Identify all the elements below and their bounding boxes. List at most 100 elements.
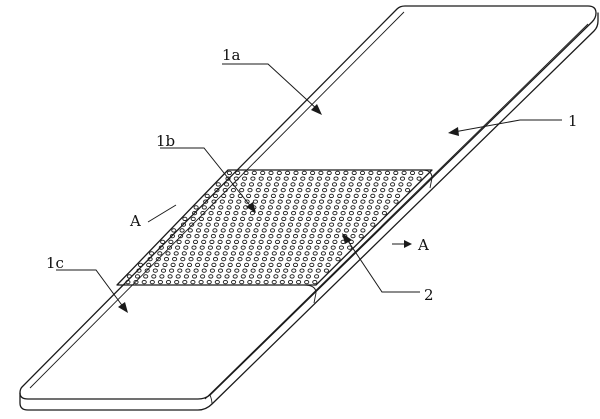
- perforation-hole: [187, 228, 193, 233]
- perforation-hole: [416, 176, 422, 181]
- perforation-hole: [355, 216, 361, 222]
- perforation-hole: [265, 274, 271, 279]
- perforation-hole: [271, 279, 277, 285]
- perforation-hole: [243, 233, 249, 239]
- perforation-hole: [365, 182, 371, 187]
- arrow-1: [448, 127, 459, 136]
- perforation-hole: [242, 239, 248, 245]
- perforation-hole: [301, 170, 307, 176]
- perforation-hole: [331, 182, 338, 187]
- perforation-hole: [362, 222, 368, 227]
- perforation-hole: [212, 228, 218, 233]
- perforation-hole: [325, 233, 331, 239]
- perforation-hole: [268, 170, 274, 176]
- perforation-hole: [260, 262, 266, 268]
- perforation-hole: [234, 205, 240, 210]
- perforation-hole: [350, 233, 356, 239]
- perforation-hole: [293, 170, 299, 176]
- perforation-hole: [399, 176, 406, 181]
- patch-bottom-edge: [303, 284, 317, 304]
- perforation-hole: [268, 233, 274, 239]
- perforation-hole: [401, 170, 407, 176]
- perforation-hole: [386, 193, 392, 199]
- perforation-hole: [281, 216, 287, 222]
- perforation-hole: [350, 176, 356, 181]
- perforation-hole: [231, 279, 237, 285]
- perforation-hole: [225, 239, 231, 245]
- perforation-hole: [255, 251, 261, 256]
- perforation-hole: [210, 233, 216, 239]
- perforation-hole: [263, 279, 269, 285]
- perforation-hole: [263, 222, 269, 227]
- perforation-hole: [297, 274, 303, 279]
- perforation-hole: [215, 182, 221, 187]
- perforation-hole: [180, 222, 187, 227]
- perforation-hole: [279, 222, 285, 227]
- perforation-hole: [327, 199, 333, 204]
- perforation-hole: [297, 245, 304, 250]
- perforation-hole: [177, 268, 183, 273]
- perforation-hole: [282, 182, 288, 187]
- perforation-hole: [160, 268, 167, 273]
- perforation-hole: [304, 222, 310, 227]
- perforation-hole: [248, 182, 255, 187]
- perforation-hole: [345, 222, 351, 227]
- perforation-hole: [284, 262, 290, 268]
- perforation-hole: [157, 251, 163, 256]
- perforation-hole: [288, 187, 295, 193]
- perforation-hole: [376, 170, 382, 176]
- perforation-hole: [306, 245, 312, 250]
- perforation-hole: [230, 222, 236, 227]
- perforation-hole: [287, 193, 293, 199]
- perforation-hole: [175, 245, 181, 250]
- perforation-hole: [307, 182, 313, 187]
- perforation-hole: [326, 170, 332, 176]
- perforation-hole: [302, 228, 308, 233]
- perforation-hole: [282, 210, 288, 216]
- perforation-hole: [199, 245, 205, 250]
- perforation-hole: [198, 279, 204, 285]
- perforation-hole: [320, 193, 326, 199]
- perforation-hole: [291, 268, 297, 273]
- arrow-1b: [246, 202, 256, 213]
- perforation-hole: [309, 205, 315, 210]
- strip-right-bevel: [204, 23, 589, 400]
- perforation-hole: [279, 279, 285, 285]
- perforation-hole: [307, 210, 313, 216]
- perforation-hole: [213, 222, 219, 227]
- perforation-hole: [317, 262, 323, 268]
- perforation-hole: [371, 187, 377, 193]
- perforation-hole: [300, 176, 306, 181]
- perforation-hole: [239, 187, 245, 193]
- perforation-hole: [347, 216, 353, 222]
- perforation-hole: [289, 274, 295, 279]
- perforation-hole: [228, 199, 234, 204]
- perforation-hole: [323, 182, 329, 187]
- perforation-hole: [240, 274, 246, 279]
- perforation-hole: [301, 233, 307, 239]
- perforation-hole: [165, 279, 172, 285]
- perforation-hole: [163, 256, 170, 262]
- perforation-hole: [234, 268, 240, 273]
- perforation-hole: [283, 176, 289, 181]
- perforation-hole: [333, 176, 339, 181]
- perforation-hole: [219, 262, 225, 268]
- perforation-hole: [299, 268, 305, 273]
- perforation-hole: [315, 239, 322, 245]
- perforation-hole: [373, 210, 379, 216]
- perforation-hole: [311, 228, 317, 233]
- perforation-hole: [221, 256, 227, 262]
- perforation-hole: [178, 233, 184, 239]
- perforation-hole: [243, 170, 249, 176]
- perforation-hole: [206, 251, 212, 256]
- perforation-hole: [273, 182, 279, 187]
- arrow-1c: [118, 302, 128, 313]
- perforation-hole: [157, 279, 163, 285]
- perforation-hole: [337, 193, 343, 199]
- perforation-hole: [167, 274, 173, 279]
- perforation-hole: [201, 205, 207, 210]
- perforation-hole: [203, 262, 209, 268]
- perforation-hole: [162, 262, 168, 268]
- perforation-hole: [385, 199, 391, 204]
- perforation-hole: [279, 193, 285, 199]
